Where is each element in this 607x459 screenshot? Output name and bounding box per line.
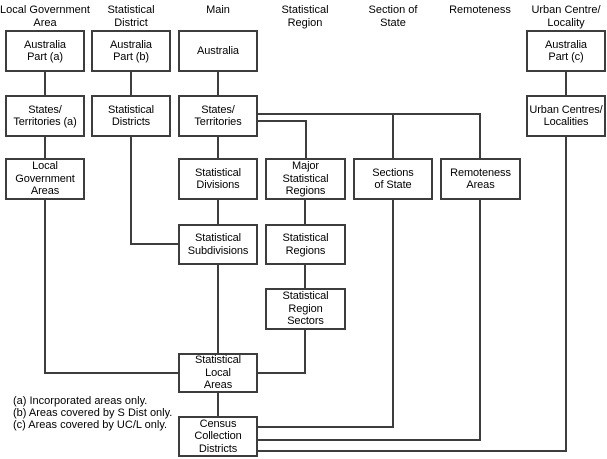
node-states-territories: States/ Territories bbox=[178, 95, 258, 137]
node-remoteness-areas: Remoteness Areas bbox=[440, 158, 521, 200]
node-statistical-subdivisions: Statistical Subdivisions bbox=[178, 224, 258, 265]
node-australia: Australia bbox=[178, 30, 258, 72]
connector-v-majorstatreg-statreg bbox=[304, 200, 306, 224]
connector-v-remoteness-down bbox=[479, 200, 481, 441]
footnote-b: (b) Areas covered by S Dist only. bbox=[13, 407, 173, 419]
connector-v-sectors-down bbox=[304, 330, 306, 374]
footnote-c: (c) Areas covered by UC/L only. bbox=[13, 419, 168, 431]
node-australia-part-b: Australia Part (b) bbox=[91, 30, 171, 72]
connector-h-sectors-sla bbox=[258, 372, 306, 374]
node-australia-part-a: Australia Part (a) bbox=[5, 30, 85, 72]
connector-v-auspartb-statdistricts bbox=[130, 72, 132, 95]
node-statistical-districts: Statistical Districts bbox=[91, 95, 171, 137]
footnote-a: (a) Incorporated areas only. bbox=[13, 395, 148, 407]
connector-v-statesterr-statdivisions bbox=[217, 137, 219, 158]
connector-h-statesterr-sos-remoteness bbox=[258, 113, 481, 115]
connector-v-statesterr-sos bbox=[392, 113, 394, 160]
connector-h-lga-sla bbox=[44, 372, 179, 374]
connector-h-ucl-census bbox=[258, 450, 567, 452]
node-statistical-divisions: Statistical Divisions bbox=[178, 158, 258, 200]
connector-h-sos-census bbox=[258, 426, 394, 428]
connector-v-statdistricts-down bbox=[130, 137, 132, 245]
connector-v-sla-census bbox=[217, 393, 219, 416]
column-header-local-government-area: Local Government Area bbox=[0, 4, 90, 29]
column-header-remoteness: Remoteness bbox=[449, 4, 511, 16]
connector-v-statdivisions-subdivs bbox=[217, 200, 219, 224]
connector-v-australia-statesterr bbox=[217, 72, 219, 95]
connector-v-ausparta-statesterra bbox=[44, 72, 46, 95]
column-header-statistical-region: Statistical Region bbox=[281, 4, 329, 29]
node-major-statistical-regions: Major Statistical Regions bbox=[265, 158, 346, 200]
connector-h-statesterr-majorstatreg bbox=[258, 120, 307, 122]
connector-h-statdistricts-subdivs bbox=[130, 243, 179, 245]
node-statistical-local-areas: Statistical Local Areas bbox=[178, 353, 258, 393]
connector-v-lga-down bbox=[44, 200, 46, 374]
column-header-main: Main bbox=[206, 4, 230, 16]
connector-v-statesterr-majorstatreg bbox=[305, 120, 307, 160]
connector-h-remoteness-census bbox=[258, 439, 481, 441]
node-australia-part-c: Australia Part (c) bbox=[526, 30, 606, 72]
connector-v-subdivs-sla bbox=[217, 265, 219, 353]
connector-v-statreg-sectors bbox=[304, 265, 306, 288]
connector-v-sos-down bbox=[392, 200, 394, 428]
connector-v-auspartc-ucl bbox=[565, 72, 567, 95]
column-header-section-of-state: Section of State bbox=[368, 4, 418, 29]
column-header-urban-centre-locality: Urban Centre/ Locality bbox=[531, 4, 601, 29]
node-states-territories-a: States/ Territories (a) bbox=[5, 95, 85, 137]
node-statistical-region-sectors: Statistical Region Sectors bbox=[265, 288, 346, 330]
node-census-collection-districts: Census Collection Districts bbox=[178, 416, 258, 457]
connector-v-statesterr-remoteness bbox=[479, 113, 481, 160]
node-statistical-regions: Statistical Regions bbox=[265, 224, 346, 265]
connector-v-ucl-down bbox=[565, 137, 567, 452]
node-sections-of-state: Sections of State bbox=[353, 158, 433, 200]
node-local-government-areas: Local Government Areas bbox=[5, 158, 85, 200]
connector-v-statesterra-lga bbox=[44, 137, 46, 158]
node-urban-centres-localities: Urban Centres/ Localities bbox=[526, 95, 606, 137]
column-header-statistical-district: Statistical District bbox=[107, 4, 155, 29]
